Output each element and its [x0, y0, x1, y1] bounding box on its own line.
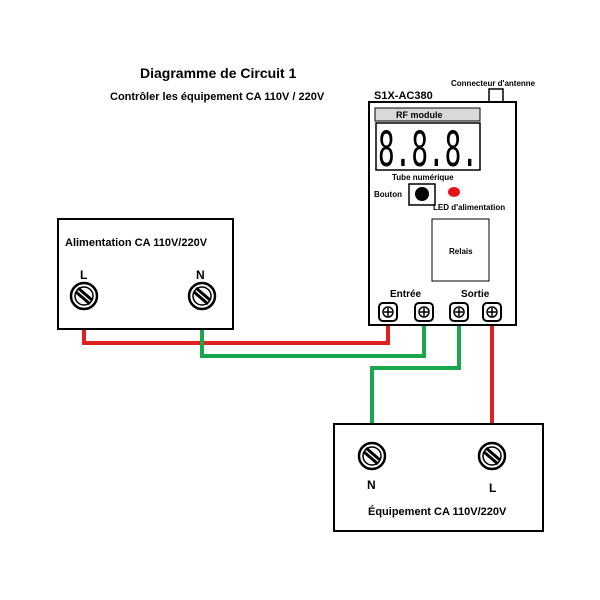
output-terminal-1	[449, 302, 469, 322]
equipment-title: Équipement CA 110V/220V	[368, 505, 507, 518]
power-led	[448, 187, 460, 197]
display-label: Tube numérique	[392, 173, 454, 182]
led-label: LED d'alimentation	[433, 203, 505, 212]
rf-module-bar	[374, 107, 481, 122]
module-model-label: S1X-AC380	[374, 90, 433, 102]
equipment-terminal-l	[477, 441, 507, 471]
power-supply-title: Alimentation CA 110V/220V	[65, 237, 208, 249]
button-label: Bouton	[374, 190, 402, 199]
input-terminal-2	[414, 302, 434, 322]
relay-box	[431, 218, 490, 282]
power-supply-terminal-l	[69, 281, 99, 311]
digital-display	[375, 122, 481, 171]
power-supply-terminal-l-label: L	[80, 268, 87, 282]
wire-neutral-output	[370, 313, 461, 455]
power-supply-terminal-n-label: N	[196, 268, 205, 282]
equipment-terminal-l-label: L	[489, 481, 496, 495]
diagram-subtitle: Contrôler les équipement CA 110V / 220V	[110, 91, 325, 103]
output-terminal-2	[482, 302, 502, 322]
power-supply-box: Alimentation CA 110V/220V L N	[57, 218, 234, 330]
output-label: Sortie	[461, 289, 490, 300]
antenna-label: Connecteur d'antenne	[451, 79, 536, 88]
power-supply-terminal-n	[187, 281, 217, 311]
receiver-module: S1X-AC380 Connecteur d'antenne RF module…	[368, 79, 536, 326]
rf-module-label: RF module	[396, 110, 443, 120]
equipment-terminal-n	[357, 441, 387, 471]
push-button[interactable]	[415, 187, 429, 201]
input-label: Entrée	[390, 289, 422, 300]
display-digits: 8.8.8.	[378, 122, 478, 178]
diagram-title: Diagramme de Circuit 1	[140, 65, 297, 81]
equipment-terminal-n-label: N	[367, 478, 376, 492]
input-terminal-1	[378, 302, 398, 322]
relay-label: Relais	[449, 247, 473, 256]
equipment-box: N L Équipement CA 110V/220V	[333, 423, 544, 532]
